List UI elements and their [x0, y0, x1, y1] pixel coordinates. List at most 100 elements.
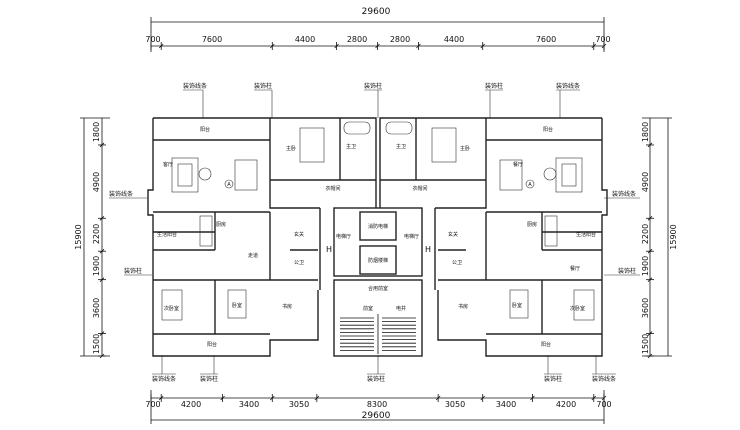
right-dim-2: 4900: [641, 172, 650, 192]
marker-h-right: H: [425, 245, 431, 254]
bottom-total-dimension: 29600: [362, 411, 391, 421]
furniture: [161, 121, 595, 321]
left-total-dimension: 15900: [74, 224, 83, 249]
bottom-dimension-tick: [591, 395, 597, 401]
top-dim-7: 7600: [536, 35, 556, 44]
marker-h-left: H: [326, 245, 332, 254]
room-bath-left: 主卫: [346, 143, 356, 150]
callout-left-1: 装饰线条: [109, 190, 133, 198]
room-study-left: 书房: [282, 303, 292, 310]
left-dim-2: 4900: [92, 172, 101, 192]
room-public-bath-left: 公卫: [294, 260, 304, 266]
top-dim-8: 700: [595, 35, 610, 44]
top-dimension-tick: [591, 43, 597, 49]
bottom-dimension-tick: [530, 395, 535, 401]
room-stair-left-text: 前室: [363, 305, 373, 312]
room-living-right: 餐厅: [513, 161, 523, 168]
right-total-dimension: 15900: [669, 224, 678, 249]
bottom-dim-1: 700: [145, 400, 160, 409]
callout-top-5: 装饰线条: [556, 82, 580, 90]
bottom-dimension-tick: [435, 395, 441, 401]
top-dim-6: 4400: [444, 35, 464, 44]
bottom-dim-5: 8300: [367, 400, 387, 409]
room-corridor-left: 走道: [248, 252, 258, 259]
top-dimension-tick: [158, 43, 164, 49]
right-dimension-tick: [647, 353, 653, 359]
room-elevator-hall-left: 电梯厅: [336, 233, 351, 240]
top-dimension-tick: [601, 43, 607, 49]
room-master-right: 主卧: [460, 145, 470, 152]
left-dimension-chain: 15900 1800 4900 2200 1900 3600 1500: [74, 117, 110, 359]
right-dim-3: 2200: [641, 224, 650, 244]
callout-top-1: 装饰线条: [183, 82, 207, 90]
right-callouts: 装饰线条 装饰柱: [604, 190, 640, 276]
right-dim-6: 1500: [641, 334, 650, 354]
room-dining-right: 餐厅: [570, 265, 580, 272]
left-dimension-tick: [99, 248, 105, 254]
bottom-dimension-tick: [480, 395, 485, 401]
room-balcony-south-right: 阳台: [541, 341, 551, 348]
bottom-dimension-tick: [220, 395, 225, 401]
bottom-dimension-chain: 700 4200 3400 3050 8300 3050 3400 4200 7…: [145, 390, 612, 424]
left-callouts: 装饰线条 装饰柱: [109, 190, 152, 276]
room-balcony-north-left: 阳台: [200, 126, 210, 133]
bottom-dim-6: 3050: [445, 400, 465, 409]
axis-markers: A A H H: [224, 179, 535, 254]
left-dim-3: 2200: [92, 224, 101, 244]
room-kitchen-left: 厨房: [216, 221, 226, 228]
callout-bottom-2: 装饰柱: [200, 375, 218, 383]
room-bedroom-right: 卧室: [512, 302, 522, 309]
room-public-bath-right: 公卫: [452, 260, 462, 266]
top-dim-1: 700: [145, 35, 160, 44]
top-dim-3: 4400: [295, 35, 315, 44]
room-balcony-south-left: 阳台: [207, 341, 217, 348]
fire-stair-treads: [340, 314, 416, 354]
bottom-dimension-tick: [270, 395, 275, 401]
room-service-balcony-left: 生活阳台: [157, 231, 177, 238]
room-service-balcony-right: 生活阳台: [576, 231, 596, 238]
room-study-right: 书房: [458, 303, 468, 310]
left-dim-4: 1900: [92, 256, 101, 276]
bottom-dim-8: 4200: [556, 400, 576, 409]
callout-top-4: 装饰柱: [485, 82, 503, 90]
bottom-dim-4: 3050: [289, 400, 309, 409]
room-living-left: 客厅: [163, 161, 173, 168]
building-walls: [147, 117, 608, 357]
callout-bottom-4: 装饰柱: [544, 375, 562, 383]
room-wardrobe-left: 衣帽间: [325, 185, 340, 192]
left-dimension-tick: [99, 353, 105, 359]
right-dimension-chain: 1800 4900 2200 1900 3600 1500 15900: [641, 117, 678, 359]
callout-bottom-3: 装饰柱: [367, 375, 385, 383]
top-dimension-tick: [334, 43, 339, 49]
right-dim-4: 1900: [641, 256, 650, 276]
bottom-dimension-tick: [158, 395, 164, 401]
right-dim-1: 1800: [641, 122, 650, 142]
right-dimension-tick: [647, 331, 653, 336]
top-dimension-tick: [416, 43, 421, 49]
left-dimension-tick: [99, 216, 105, 221]
callout-right-1: 装饰线条: [612, 190, 636, 198]
top-dimension-tick: [270, 43, 275, 49]
room-fire-stair: 防烟楼梯: [368, 257, 388, 264]
top-callouts: 装饰线条 装饰柱 装饰柱 装饰柱 装饰线条: [183, 82, 580, 118]
bottom-dim-2: 4200: [181, 400, 201, 409]
callout-top-3: 装饰柱: [364, 82, 382, 90]
callout-right-2: 装饰柱: [618, 267, 636, 275]
left-dimension-tick: [99, 277, 105, 282]
top-dimension-tick: [375, 43, 380, 49]
right-dimension-tick: [647, 216, 653, 221]
right-dimension-tick: [647, 277, 653, 282]
callout-left-2: 装饰柱: [124, 267, 142, 275]
left-dim-5: 3600: [92, 298, 101, 318]
bottom-dim-7: 3400: [496, 400, 516, 409]
left-dim-1: 1800: [92, 122, 101, 142]
room-shared-front: 合用前室: [368, 285, 388, 292]
room-bedroom-left: 卧室: [232, 302, 242, 309]
left-dim-6: 1500: [92, 334, 101, 354]
top-dim-2: 7600: [202, 35, 222, 44]
room-bedroom-southeast: 次卧室: [570, 305, 585, 312]
callout-top-2: 装饰柱: [254, 82, 272, 90]
top-dim-5: 2800: [390, 35, 410, 44]
right-dimension-tick: [647, 142, 653, 148]
room-labels: 阳台 阳台 客厅 餐厅 主卧 主卧 主卫 主卫 衣帽间 衣帽间 生活阳台 生活阳…: [157, 126, 596, 348]
